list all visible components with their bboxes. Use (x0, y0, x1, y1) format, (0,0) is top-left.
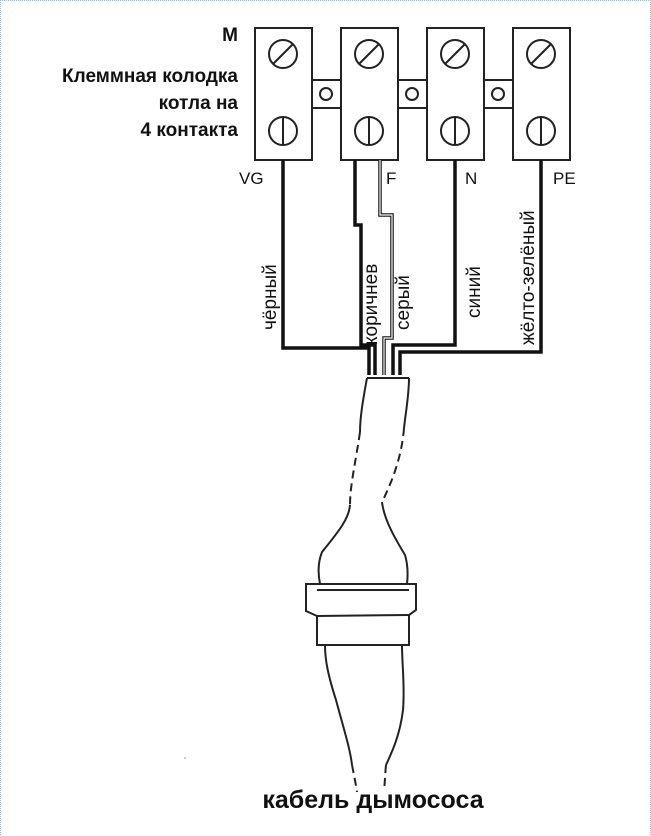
cable-caption: кабель дымососа (262, 786, 484, 814)
terminal-label-n: N (465, 169, 477, 188)
wire-label-brown: коричнев (361, 264, 382, 345)
wire-yellow-green (398, 160, 543, 375)
terminal-module-f (340, 27, 399, 161)
cable (317, 377, 410, 793)
block-title-line-1: Клеммная колодка (62, 66, 238, 87)
terminal-label-f: F (386, 169, 396, 188)
block-title-line-2: котла на (159, 93, 239, 114)
block-connectors (311, 79, 514, 109)
wire-label-yellow-green: жёлто-зелёный (518, 210, 539, 345)
wire-label-black: чёрный (260, 264, 281, 330)
wire-brown (353, 160, 377, 375)
terminal-module-n (426, 27, 485, 161)
wire-blue (391, 160, 457, 375)
wire-black (281, 160, 371, 375)
wire-label-blue: синий (464, 266, 485, 318)
block-marker: M (222, 25, 238, 46)
wire-label-gray: серый (393, 275, 414, 330)
terminal-label-vg: VG (239, 169, 264, 188)
cable-gland (305, 583, 417, 646)
terminal-module-vg (254, 27, 313, 161)
terminal-module-pe (512, 27, 571, 161)
block-title-line-3: 4 контакта (141, 120, 239, 141)
speck (184, 757, 186, 759)
terminal-label-pe: PE (553, 169, 576, 188)
